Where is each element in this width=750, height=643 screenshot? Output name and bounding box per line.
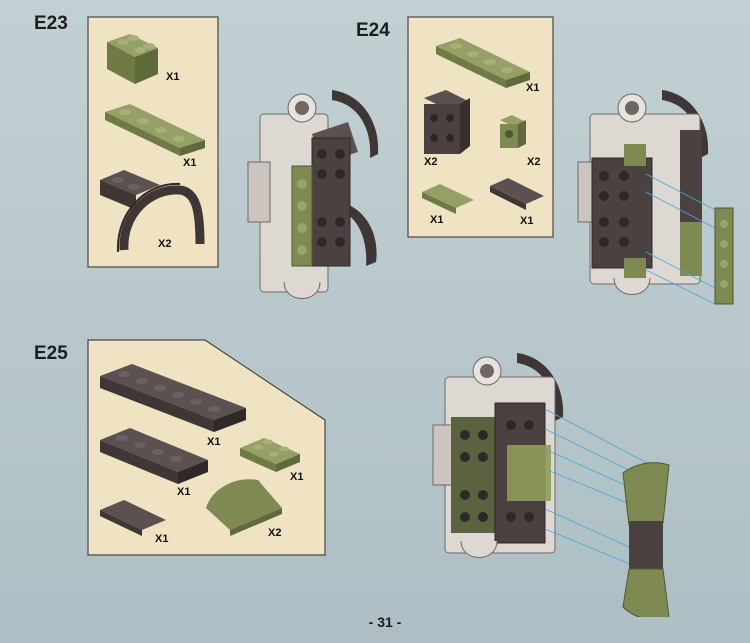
e24-part-olive-tile	[422, 184, 474, 214]
e25-qty-2: X1	[177, 486, 191, 498]
e25-part-dark-tile	[100, 500, 166, 536]
e24-part-olive-plate	[436, 38, 530, 88]
e24-part-olive-bracket	[500, 115, 526, 148]
e25-qty-3: X1	[290, 471, 304, 483]
e24-qty-5: X1	[520, 215, 534, 227]
e23-qty-2: X1	[183, 157, 197, 169]
step-label-e25: E25	[34, 343, 68, 364]
e23-qty-1: X1	[166, 71, 180, 83]
e23-part-olive-brick	[107, 34, 158, 84]
e25-part-olive-slope	[206, 479, 282, 536]
e24-part-dark-tile	[490, 178, 544, 210]
e24-model-illustration	[577, 90, 734, 305]
e25-model-illustration	[432, 353, 670, 617]
e24-part-dark-bracket	[424, 90, 470, 154]
e23-qty-3: X2	[158, 238, 172, 250]
e23-model-illustration	[247, 90, 379, 299]
e24-qty-2: X2	[424, 156, 438, 168]
e25-qty-5: X2	[268, 527, 282, 539]
e24-qty-3: X2	[527, 156, 541, 168]
e25-part-olive-plate	[240, 438, 300, 472]
e25-part-dark-plate-medium	[100, 428, 208, 484]
e24-qty-1: X1	[526, 82, 540, 94]
e24-qty-4: X1	[430, 214, 444, 226]
e25-part-dark-plate-large	[100, 364, 246, 432]
step-label-e24: E24	[356, 20, 390, 41]
step-label-e23: E23	[34, 13, 68, 34]
e25-qty-4: X1	[155, 533, 169, 545]
e23-part-dark-arch	[100, 170, 205, 253]
e23-part-olive-plate	[105, 104, 205, 156]
page-number: - 31 -	[368, 614, 402, 630]
e25-qty-1: X1	[207, 436, 221, 448]
